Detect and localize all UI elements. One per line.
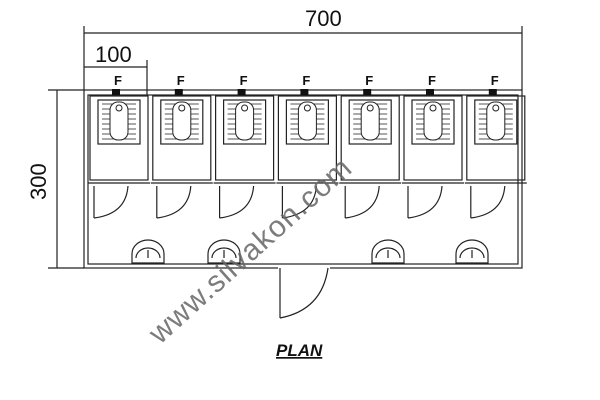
cabin: F — [213, 73, 276, 219]
squat-toilet-icon — [474, 99, 518, 145]
dimension-100: 100 — [84, 42, 148, 96]
cabin-label: F — [177, 73, 185, 88]
cabin-door — [470, 185, 506, 219]
entrance-door — [278, 266, 330, 319]
fan-icon — [426, 89, 434, 95]
cabin: F — [276, 73, 339, 219]
fan-icon — [363, 89, 372, 95]
squat-toilet-icon — [411, 99, 455, 145]
cabin-door — [281, 185, 317, 219]
cabin-door — [93, 185, 129, 219]
cabin-label: F — [240, 73, 248, 88]
squat-toilet-icon — [160, 99, 204, 145]
squat-toilet-icon — [97, 99, 141, 145]
dimension-total-width: 700 — [305, 6, 342, 31]
fan-icon — [488, 89, 497, 95]
cabin-door — [219, 185, 255, 219]
dimension-700: 700 — [83, 6, 523, 90]
cabin: F — [339, 73, 402, 219]
squat-toilet-icon — [285, 99, 329, 145]
fan-icon — [237, 89, 246, 95]
cabin-label: F — [491, 73, 499, 88]
dimension-cabin-width: 100 — [95, 42, 132, 67]
cabin-door — [407, 185, 443, 219]
plan-title: PLAN — [276, 341, 323, 360]
watermark: www.silvakon.com — [142, 151, 359, 351]
cabin-label: F — [302, 73, 310, 88]
sink-icon — [207, 239, 241, 264]
fan-icon — [300, 89, 309, 95]
fan-icon — [112, 89, 120, 95]
cabin-door — [344, 185, 380, 219]
cabin: F — [150, 73, 213, 219]
cabin-label: F — [428, 73, 436, 88]
cabin: F — [464, 73, 527, 219]
cabin-label: F — [114, 73, 122, 88]
sink-icon — [455, 239, 489, 264]
fan-icon — [174, 89, 183, 95]
squat-toilet-icon — [348, 99, 392, 145]
sink-icon — [371, 239, 405, 264]
dimension-300: 300 — [26, 89, 84, 269]
cabin-label: F — [365, 73, 373, 88]
cabin-door — [156, 185, 192, 219]
dimension-depth: 300 — [26, 163, 51, 200]
cabin: F — [88, 73, 150, 219]
squat-toilet-icon — [223, 99, 267, 145]
sink-icon — [131, 239, 165, 264]
cabin: F — [402, 73, 464, 219]
